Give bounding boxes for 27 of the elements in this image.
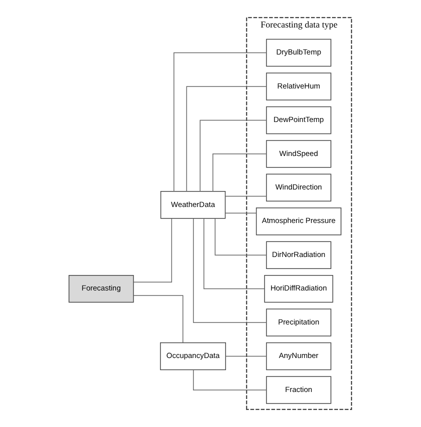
node-box: WindSpeed bbox=[266, 140, 331, 168]
node-box: Atmospheric Pressure bbox=[255, 208, 341, 236]
node-box: WindDirection bbox=[266, 174, 331, 202]
connector bbox=[214, 218, 266, 256]
connector bbox=[224, 212, 256, 214]
node-box: DryBulbTemp bbox=[266, 38, 331, 67]
connector bbox=[225, 356, 266, 357]
connector bbox=[132, 295, 183, 343]
node-box: HoriDiffRadiation bbox=[264, 274, 333, 303]
connector bbox=[173, 52, 266, 192]
node-box: RelativeHum bbox=[266, 72, 331, 100]
connector bbox=[192, 218, 266, 323]
node-box: DirNorRadiation bbox=[266, 241, 331, 269]
connector bbox=[212, 154, 266, 192]
node-box: Forecasting bbox=[68, 274, 134, 303]
connector bbox=[192, 369, 266, 390]
connector bbox=[186, 86, 266, 192]
connector bbox=[132, 218, 172, 282]
connector bbox=[203, 218, 264, 290]
connector bbox=[224, 196, 266, 197]
node-box: Fraction bbox=[266, 376, 331, 404]
node-box: DewPointTemp bbox=[266, 106, 331, 134]
node-box: WeatherData bbox=[160, 191, 226, 219]
node-box: AnyNumber bbox=[266, 342, 331, 370]
connector bbox=[199, 120, 266, 192]
node-box: Precipitation bbox=[266, 308, 331, 336]
node-box: OccupancyData bbox=[160, 342, 226, 370]
